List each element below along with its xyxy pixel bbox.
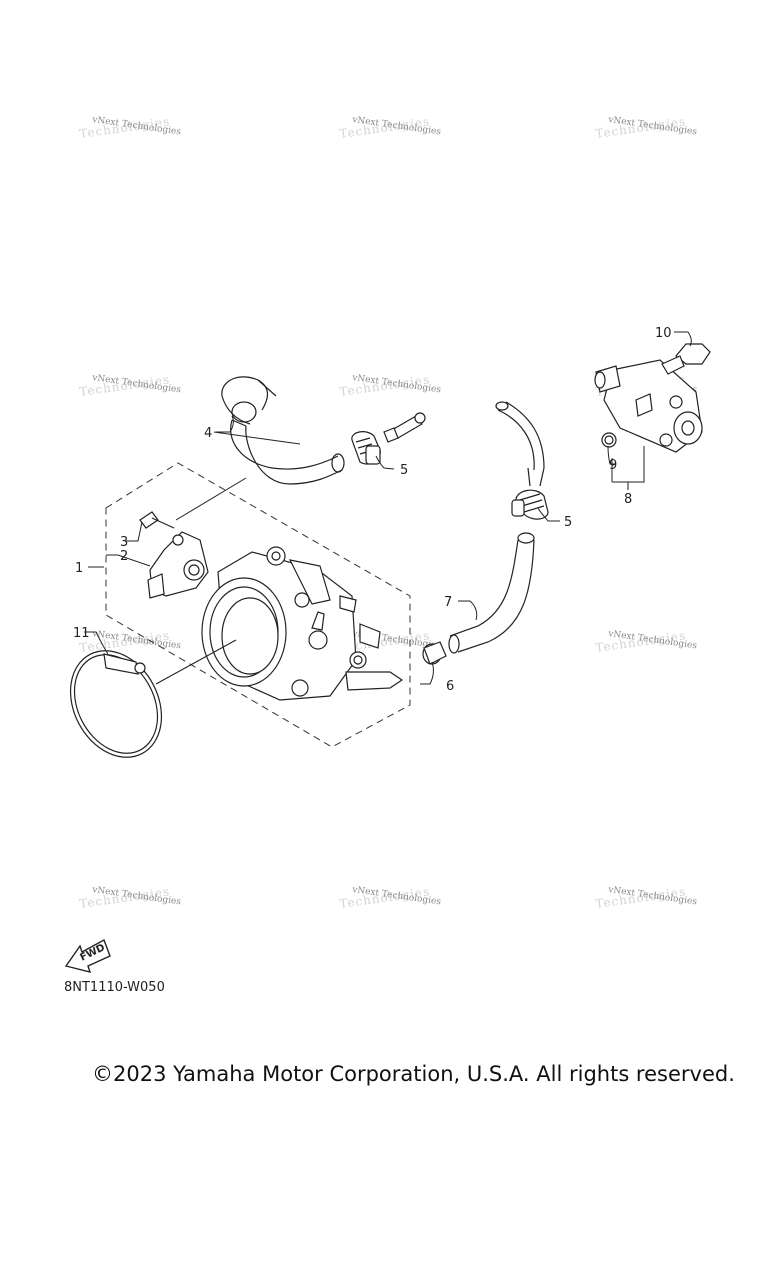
callout-11: 11 bbox=[73, 626, 90, 641]
hose-part-7 bbox=[448, 532, 535, 654]
housing-part-8 bbox=[594, 359, 703, 453]
throttle-body-part-1 bbox=[201, 546, 404, 701]
watermark: Technologies vNext Technologies bbox=[594, 884, 697, 911]
watermark: Technologies vNext Technologies bbox=[78, 372, 181, 399]
clamp-part-5-upper bbox=[351, 431, 381, 465]
callout-3: 3 bbox=[120, 535, 128, 550]
watermark: Technologies vNext Technologies bbox=[594, 628, 697, 655]
hose-small-right bbox=[495, 401, 545, 487]
watermark: Technologies vNext Technologies bbox=[338, 372, 441, 399]
callout-9: 9 bbox=[609, 458, 617, 473]
bolt-part-10 bbox=[661, 343, 711, 375]
callout-2: 2 bbox=[120, 549, 128, 564]
watermark: Technologies vNext Technologies bbox=[78, 114, 181, 141]
callout-7: 7 bbox=[444, 595, 452, 610]
callout-1: 1 bbox=[75, 561, 83, 576]
hose-part-4 bbox=[221, 376, 345, 485]
sensor-part-2 bbox=[147, 531, 209, 599]
callout-10: 10 bbox=[655, 326, 672, 341]
callout-6: 6 bbox=[446, 679, 454, 694]
oring-part-9 bbox=[601, 432, 617, 448]
watermarks: Technologies vNext Technologies Technolo… bbox=[78, 114, 697, 911]
callout-5-upper: 5 bbox=[400, 463, 408, 478]
leader-lines bbox=[84, 331, 692, 685]
fwd-arrow-icon: FWD bbox=[64, 938, 111, 973]
watermark: Technologies vNext Technologies bbox=[78, 884, 181, 911]
callout-8: 8 bbox=[624, 492, 632, 507]
watermark: Technologies vNext Technologies bbox=[338, 114, 441, 141]
fitting-part bbox=[383, 412, 426, 443]
screw-part-3 bbox=[139, 511, 175, 529]
watermark: Technologies vNext Technologies bbox=[594, 114, 697, 141]
callout-5-lower: 5 bbox=[564, 515, 572, 530]
hose-band-part-11 bbox=[69, 650, 163, 758]
diagram-code: 8NT1110-W050 bbox=[64, 980, 165, 995]
assembly-outline bbox=[105, 462, 411, 748]
callout-4: 4 bbox=[204, 426, 212, 441]
copyright-notice: ©2023 Yamaha Motor Corporation, U.S.A. A… bbox=[92, 1062, 735, 1086]
clamp-part-6 bbox=[422, 641, 447, 665]
watermark: Technologies vNext Technologies bbox=[338, 884, 441, 911]
callouts: 1 2 3 4 5 5 6 7 8 9 10 11 bbox=[73, 326, 672, 694]
